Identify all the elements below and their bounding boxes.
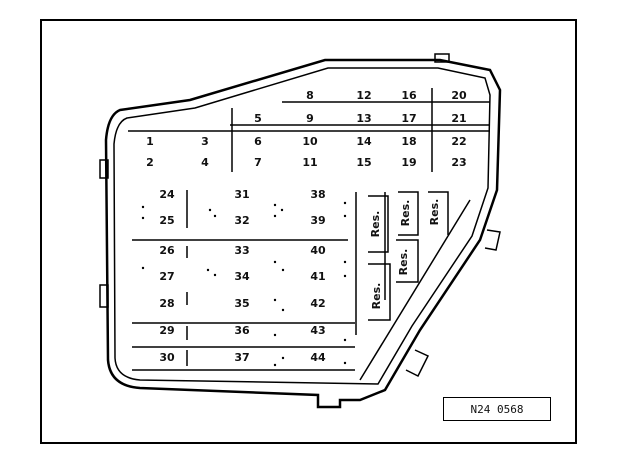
fuse-label: 41 (310, 270, 325, 283)
fuse-label: 29 (159, 324, 174, 337)
fuse-label: 4 (201, 156, 209, 169)
fuse-label: 2 (146, 156, 154, 169)
fuse-label: 34 (234, 270, 250, 283)
fuse-label: 44 (310, 351, 326, 364)
lower-fuse-labels: 24 25 26 27 28 29 30 31 32 33 34 35 36 37 38 39 40 41 42 43… (159, 188, 326, 364)
reserve-label: Res. (369, 211, 382, 238)
fuse-label: 11 (302, 156, 317, 169)
fuse-label: 43 (310, 324, 325, 337)
fuse-label: 3 (201, 135, 209, 148)
fuse-box-outline (104, 58, 502, 409)
fuse-label: 15 (356, 156, 371, 169)
fuse-box-inner-outline (113, 67, 491, 385)
reference-code-box: N24 0568 (443, 397, 551, 421)
fuse-label: 31 (234, 188, 249, 201)
fuse-label: 6 (254, 135, 262, 148)
fuse-label: 22 (451, 135, 466, 148)
reference-code: N24 0568 (470, 402, 524, 416)
left-clip-bottom (99, 284, 109, 308)
fuse-label: 18 (401, 135, 416, 148)
reserve-label: Res. (397, 249, 410, 276)
fuse-label: 35 (234, 297, 249, 310)
bottom-right-clip (405, 349, 430, 378)
right-clip (484, 229, 501, 251)
reserve-labels: Res. Res. Res. Res. Res. (369, 199, 441, 310)
fuse-label: 21 (451, 112, 466, 125)
fuse-label: 1 (146, 135, 154, 148)
fuse-label: 33 (234, 244, 249, 257)
fuse-label: 25 (159, 214, 174, 227)
fuse-label: 16 (401, 89, 417, 102)
fuse-label: 26 (159, 244, 175, 257)
fuse-label: 38 (310, 188, 325, 201)
fuse-label: 12 (356, 89, 371, 102)
reserve-label: Res. (428, 199, 441, 226)
reserve-label: Res. (370, 283, 383, 310)
dotted-marks (141, 201, 347, 367)
fuse-label: 37 (234, 351, 249, 364)
fuse-label: 27 (159, 270, 174, 283)
fuse-label: 30 (159, 351, 175, 364)
fuse-label: 13 (356, 112, 371, 125)
fuse-label: 39 (310, 214, 325, 227)
fuse-label: 10 (302, 135, 318, 148)
fuse-label: 32 (234, 214, 249, 227)
fuse-label: 14 (356, 135, 372, 148)
fuse-label: 42 (310, 297, 325, 310)
fuse-label: 36 (234, 324, 250, 337)
fuse-label: 9 (306, 112, 314, 125)
fuse-label: 20 (451, 89, 467, 102)
fuse-label: 17 (401, 112, 416, 125)
fuse-label: 28 (159, 297, 174, 310)
top-clip (434, 53, 450, 63)
fuse-label: 24 (159, 188, 175, 201)
diagram-frame (40, 19, 577, 444)
left-clip-top (99, 159, 109, 179)
fuse-label: 5 (254, 112, 262, 125)
fuse-label: 8 (306, 89, 314, 102)
reserve-label: Res. (399, 200, 412, 227)
fuse-label: 7 (254, 156, 262, 169)
fuse-label: 23 (451, 156, 466, 169)
fuse-label: 40 (310, 244, 326, 257)
fuse-label: 19 (401, 156, 416, 169)
